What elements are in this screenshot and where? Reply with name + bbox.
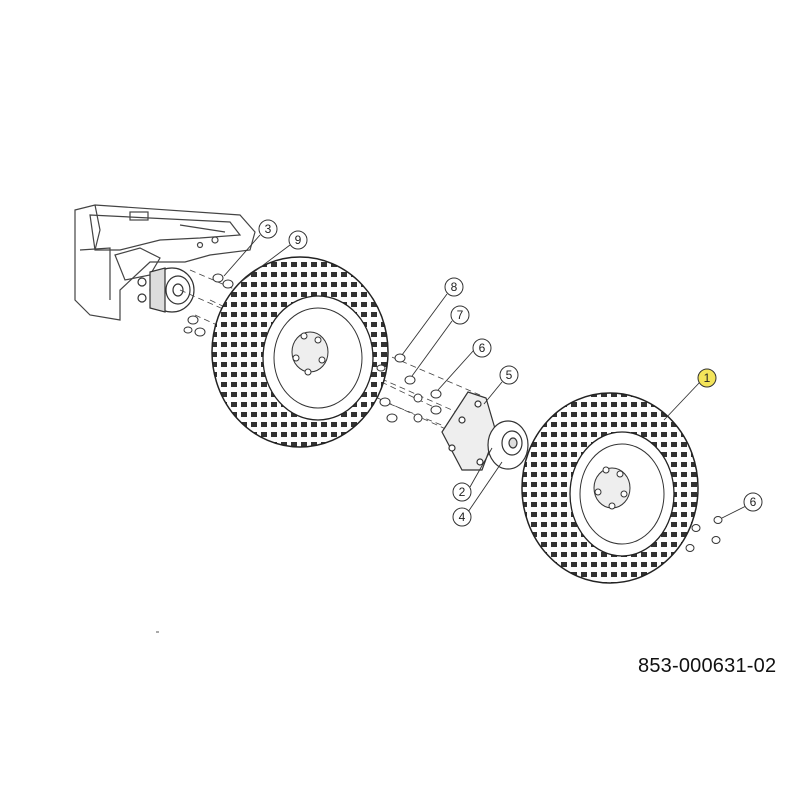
callout-3-label: 3 [265,222,272,236]
hub-flange [441,391,529,471]
part-number-label: 853-000631-02 [638,655,777,677]
callout-4: 4 [452,507,472,527]
callout-6-upper-label: 6 [479,341,486,355]
chassis-frame [74,204,256,321]
callout-5: 5 [499,365,519,385]
callout-9-label: 9 [295,233,302,247]
left-wheel [211,256,389,448]
callout-8: 8 [444,277,464,297]
frame-hub [137,267,195,313]
frame-hardware [183,273,234,337]
callout-leaders [223,234,747,519]
callout-1: 1 [697,368,717,388]
callout-6-lower: 6 [743,492,763,512]
callout-6-upper: 6 [472,338,492,358]
callout-8-label: 8 [451,280,458,294]
callout-3: 3 [258,219,278,239]
callout-4-label: 4 [459,510,466,524]
callout-9: 9 [288,230,308,250]
callout-6-lower-label: 6 [750,495,757,509]
callout-2: 2 [452,482,472,502]
callout-5-label: 5 [506,368,513,382]
callout-1-label: 1 [704,371,711,385]
callout-7-label: 7 [457,308,464,322]
callout-2-label: 2 [459,485,466,499]
right-wheel [521,392,699,584]
right-lug-nuts [685,516,723,552]
callout-7: 7 [450,305,470,325]
lug-hardware [376,353,442,423]
